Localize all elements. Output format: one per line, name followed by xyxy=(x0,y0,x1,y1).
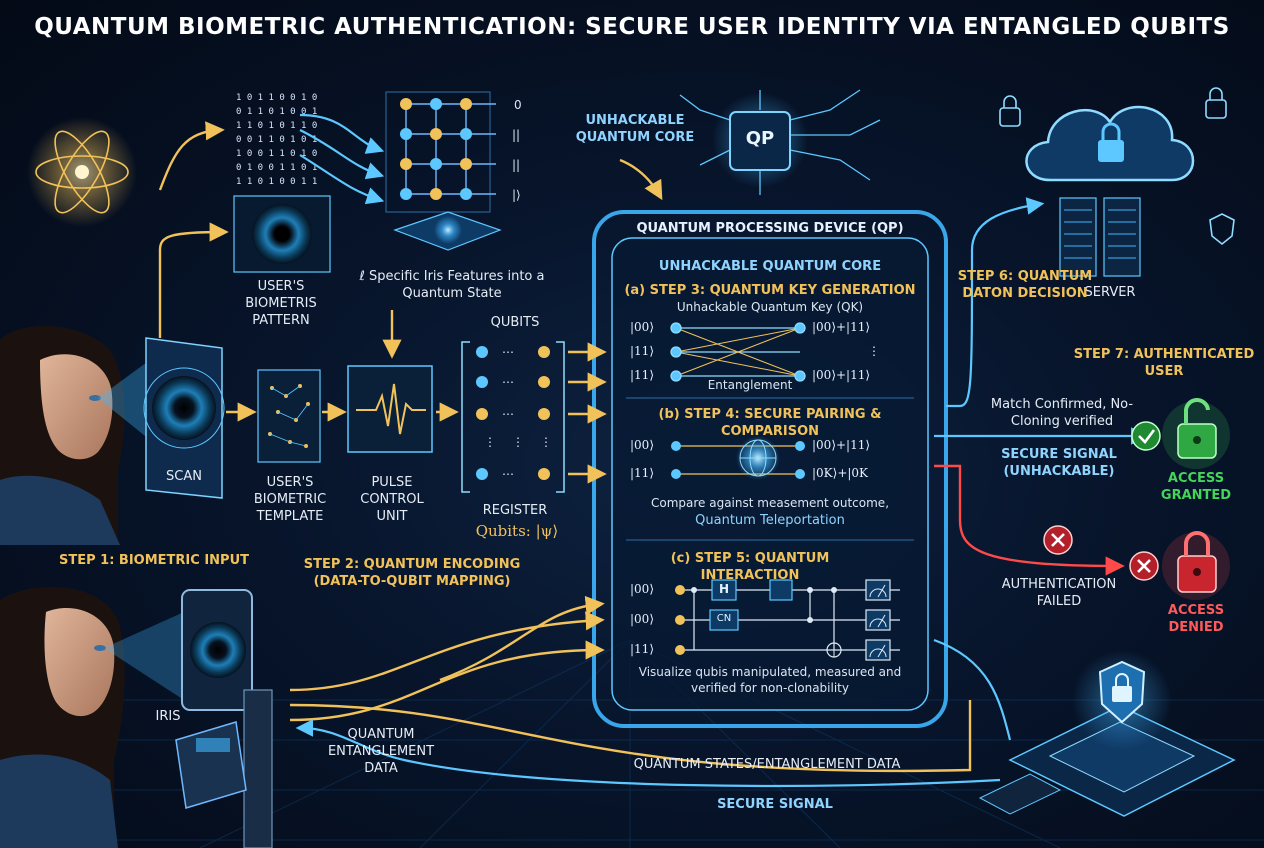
qubits-header: QUBITS xyxy=(490,315,540,330)
entanglement-lines xyxy=(670,322,806,382)
step1-label: STEP 1: BIOMETRIC INPUT xyxy=(59,553,249,568)
svg-text:⋯: ⋯ xyxy=(502,467,514,481)
svg-text:⋯: ⋯ xyxy=(502,345,514,359)
user-kiosk-illustration xyxy=(0,586,273,848)
check-icon xyxy=(1131,421,1161,451)
svg-text:0 0 1 1 0 1 0 1: 0 0 1 1 0 1 0 1 xyxy=(236,135,317,145)
step3-ket-left-0: |00⟩ xyxy=(630,320,654,334)
step4-ket-right-1: |0K⟩+|0K xyxy=(812,466,869,480)
qubit-register: ⋯ ⋯ ⋯ ⋮ ⋮ ⋮ ⋯ xyxy=(461,341,565,493)
failure-arrow xyxy=(934,464,1125,576)
quantum-states-data-label: QUANTUM STATES/ENTANGLEMENT DATA xyxy=(633,757,901,772)
entanglement-data-label: QUANTUM ENTANGLEMENT DATA xyxy=(327,727,435,776)
step3-subtitle: Unhackable Quantum Key (QK) xyxy=(676,300,864,314)
step3-ket-right-1: ⋮ xyxy=(868,344,880,358)
step3-ket-right-2: |00⟩+|11⟩ xyxy=(812,368,871,382)
svg-text:⋯: ⋯ xyxy=(502,375,514,389)
device-title: QUANTUM PROCESSING DEVICE (QP) xyxy=(636,221,904,236)
comparison-globe xyxy=(671,436,805,480)
step4-ket-right-0: |00⟩+|11⟩ xyxy=(812,438,871,452)
server-label: SERVER xyxy=(1084,285,1136,300)
gate-h-label: H xyxy=(718,582,730,596)
pulse-control-unit-label: PULSE CONTROL UNIT xyxy=(360,475,424,524)
match-confirmed-label: Match Confirmed, No-Cloning verified xyxy=(990,397,1134,429)
biometric-template-label: USER'S BIOMETRIC TEMPLATE xyxy=(253,475,327,524)
bit-label-3: |⟩ xyxy=(512,188,521,202)
quantum-circuit xyxy=(675,579,900,661)
access-denied-label: ACCESS DENIED xyxy=(1167,603,1225,635)
step2-label: STEP 2: QUANTUM ENCODING (DATA-TO-QUBIT … xyxy=(303,557,521,589)
step5-ket-2: |11⟩ xyxy=(630,642,654,656)
authentication-failed-label: AUTHENTICATION FAILED xyxy=(1001,577,1117,609)
qubit-lattice-icon xyxy=(385,91,502,251)
user-face-illustration xyxy=(0,326,125,545)
step5-ket-0: |00⟩ xyxy=(630,582,654,596)
biometric-pattern-label: USER'S BIOMETRIS PATTERN xyxy=(245,279,317,328)
step3-ket-left-1: |11⟩ xyxy=(630,344,654,358)
unlocked-padlock-icon xyxy=(1162,397,1230,469)
biometric-template-panel xyxy=(257,369,321,463)
step6-label: STEP 6: QUANTUM DATON DECISION xyxy=(957,269,1093,301)
svg-text:⋮: ⋮ xyxy=(540,435,552,449)
svg-text:⋮: ⋮ xyxy=(512,435,524,449)
scan-panel xyxy=(98,337,225,499)
register-label: REGISTER xyxy=(482,503,548,518)
step4-ket-left-0: |00⟩ xyxy=(630,438,654,452)
cross-icon xyxy=(1043,525,1159,581)
access-granted-label: ACCESS GRANTED xyxy=(1160,471,1232,503)
secure-signal-label: SECURE SIGNAL xyxy=(717,797,833,812)
iris-pattern-panel xyxy=(233,195,331,273)
iris-label: IRIS xyxy=(155,709,181,724)
step4-note: Compare against measement outcome, xyxy=(650,496,890,510)
qp-chip-label: QP xyxy=(745,128,775,149)
svg-text:1 0 0 1 1 0 1 0: 1 0 0 1 1 0 1 0 xyxy=(236,149,317,159)
bit-label-1: || xyxy=(512,128,521,142)
flow-arrows-gold xyxy=(158,121,972,773)
entanglement-label: Entanglement xyxy=(707,378,793,392)
svg-text:⋮: ⋮ xyxy=(484,435,496,449)
gate-cn-label: CN xyxy=(716,613,732,624)
step4-label: (b) STEP 4: SECURE PAIRING & COMPARISON xyxy=(658,407,882,439)
step5-label: (c) STEP 5: QUANTUM INTERACTION xyxy=(670,551,830,583)
diagram-title: QUANTUM BIOMETRIC AUTHENTICATION: SECURE… xyxy=(34,14,1230,40)
secure-chip-shield-icon xyxy=(978,650,1236,817)
locked-padlock-icon xyxy=(1162,531,1230,600)
bit-label-0: 0 xyxy=(514,98,522,112)
step3-label: (a) STEP 3: QUANTUM KEY GENERATION xyxy=(624,283,916,298)
device-core-label: UNHACKABLE QUANTUM CORE xyxy=(658,259,882,274)
svg-text:0 1 0 0 1 1 0 1: 0 1 0 0 1 1 0 1 xyxy=(236,163,317,173)
qubits-psi-label: Qubits: |ψ⟩ xyxy=(475,522,559,540)
atom-icon xyxy=(27,117,137,227)
step5-ket-1: |00⟩ xyxy=(630,612,654,626)
binary-data-icon: 1 0 1 1 0 0 1 0 0 1 1 0 1 0 0 1 1 1 0 1 … xyxy=(236,93,317,187)
iris-features-label: ℓ Specific Iris Features into a Quantum … xyxy=(359,269,545,301)
step5-note: Visualize qubis manipulated, measured an… xyxy=(638,665,902,695)
step3-ket-left-2: |11⟩ xyxy=(630,368,654,382)
secure-signal-unhackable-label: SECURE SIGNAL (UNHACKABLE) xyxy=(1001,447,1117,479)
step3-ket-right-0: |00⟩+|11⟩ xyxy=(812,320,871,334)
bit-label-2: || xyxy=(512,158,521,172)
pulse-control-unit xyxy=(347,365,433,453)
unhackable-core-label-top: UNHACKABLE QUANTUM CORE xyxy=(575,113,695,145)
svg-text:1 0 1 1 0 0 1 0: 1 0 1 1 0 0 1 0 xyxy=(236,93,317,103)
svg-text:1 1 0 1 0 0 1 1: 1 1 0 1 0 0 1 1 xyxy=(236,177,317,187)
flow-arrows-cyan xyxy=(295,113,1149,788)
step4-note-teleportation: Quantum Teleportation xyxy=(695,513,845,528)
step4-ket-left-1: |11⟩ xyxy=(630,466,654,480)
qp-chip-icon xyxy=(679,89,881,195)
scan-label: SCAN xyxy=(166,469,202,484)
svg-text:1 1 0 1 0 1 1 0: 1 1 0 1 0 1 1 0 xyxy=(236,121,317,131)
svg-text:⋯: ⋯ xyxy=(502,407,514,421)
svg-text:0 1 1 0 1 0 0 1: 0 1 1 0 1 0 0 1 xyxy=(236,107,317,117)
cloud-server-icon xyxy=(999,87,1235,277)
step7-label: STEP 7: AUTHENTICATED USER xyxy=(1073,347,1255,379)
